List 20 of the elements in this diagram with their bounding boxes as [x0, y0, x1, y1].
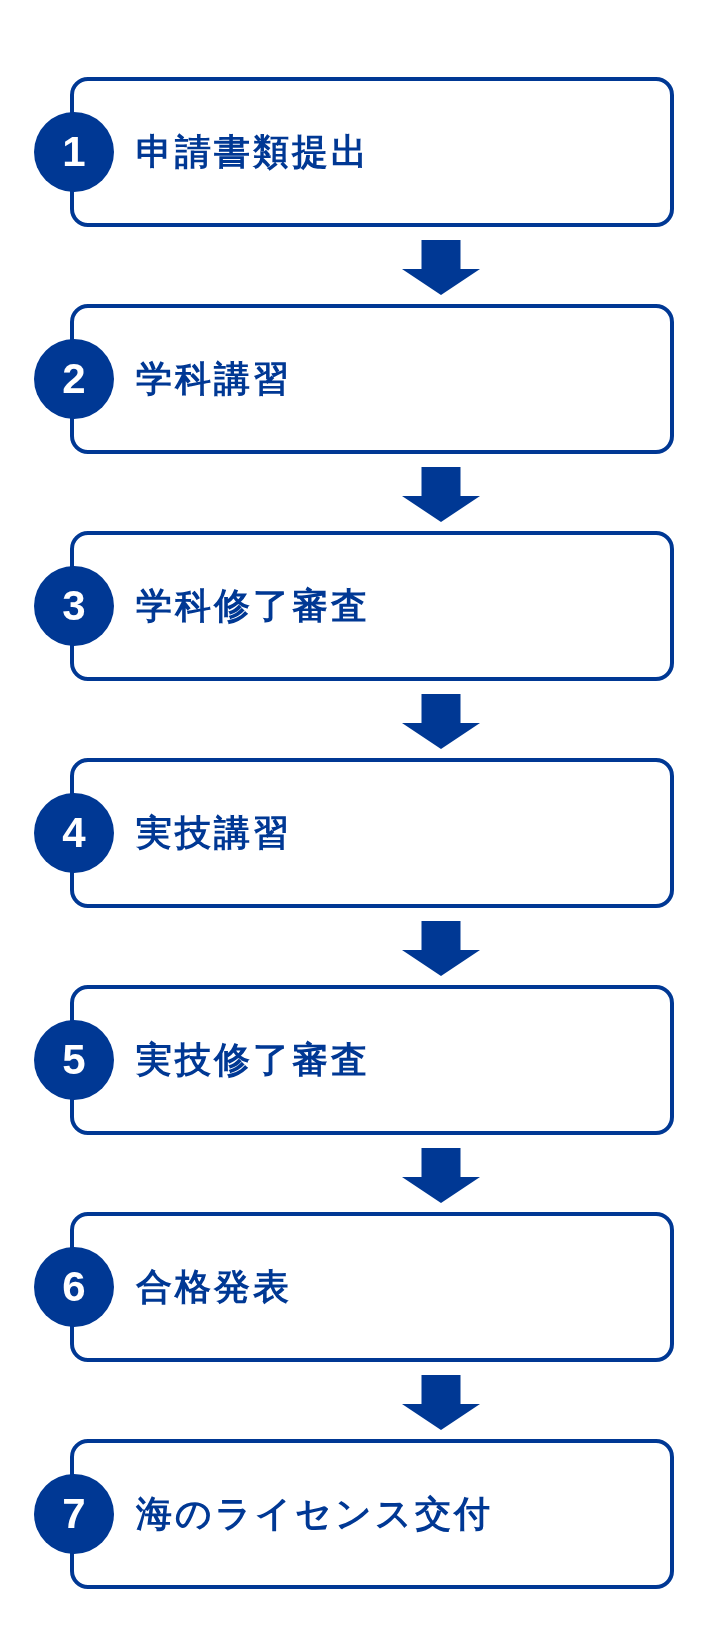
- step-number: 2: [62, 358, 86, 400]
- arrow: [402, 694, 480, 749]
- step-number: 3: [62, 585, 86, 627]
- step-label: 実技講習: [136, 811, 292, 855]
- arrow: [402, 467, 480, 522]
- step-number: 5: [62, 1039, 86, 1081]
- step-label: 申請書類提出: [136, 130, 370, 174]
- step-label: 学科講習: [136, 357, 292, 401]
- arrow: [402, 240, 480, 295]
- step-label: 学科修了審査: [136, 584, 370, 628]
- step-number: 7: [62, 1493, 86, 1535]
- step-label: 合格発表: [136, 1265, 292, 1309]
- step-number: 4: [62, 812, 86, 854]
- arrow: [402, 1375, 480, 1430]
- step-number: 1: [62, 131, 86, 173]
- arrow: [402, 1148, 480, 1203]
- step-number: 6: [62, 1266, 86, 1308]
- arrow: [402, 921, 480, 976]
- step-label: 実技修了審査: [136, 1038, 370, 1082]
- step-label: 海のライセンス交付: [136, 1492, 493, 1536]
